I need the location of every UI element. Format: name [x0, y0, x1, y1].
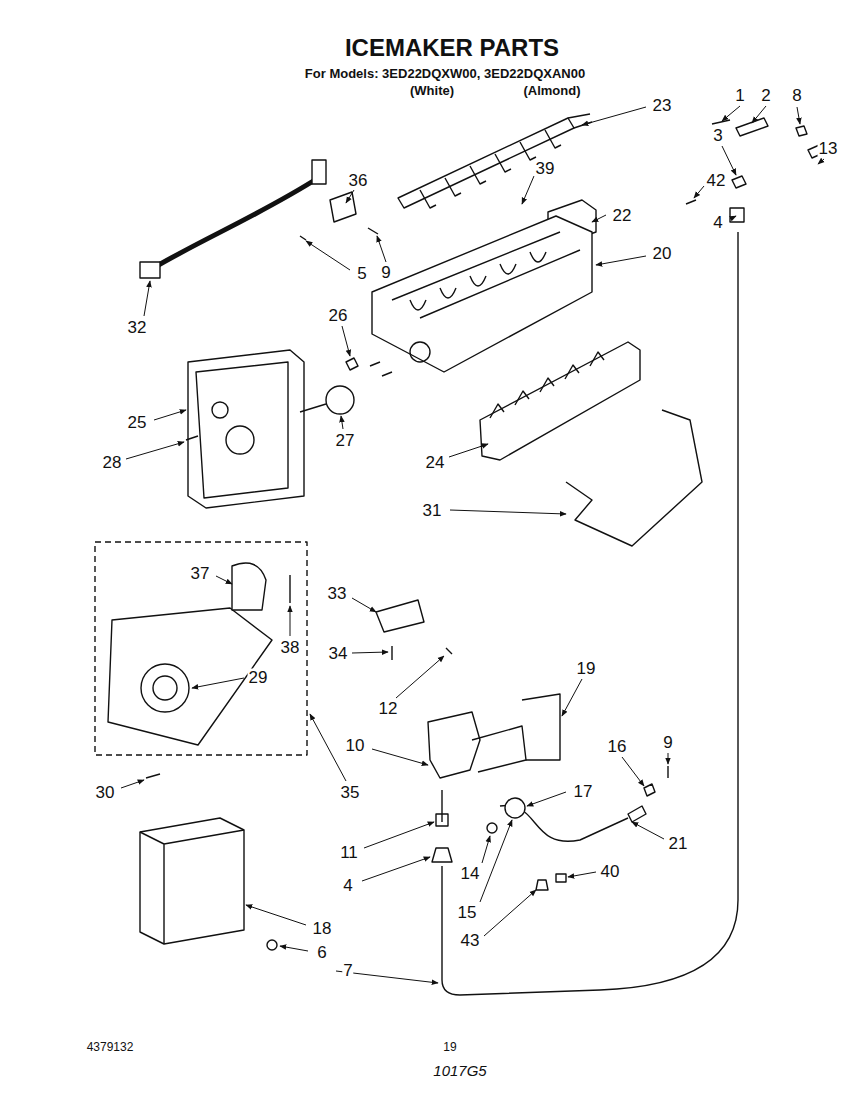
callout-number: 19	[576, 660, 597, 677]
callout-number: 36	[348, 172, 369, 189]
callout-number: 28	[102, 454, 123, 471]
callout-number: 38	[280, 639, 301, 656]
callout-number: 33	[327, 585, 348, 602]
callout-number: 12	[378, 700, 399, 717]
callout-number: 32	[127, 319, 148, 336]
callout-number: 14	[460, 865, 481, 882]
callout-number: 10	[345, 737, 366, 754]
callout-number: 39	[535, 160, 556, 177]
callout-number: 7	[342, 962, 353, 979]
callout-number: 26	[328, 307, 349, 324]
callout-number: 27	[335, 432, 356, 449]
page-note: 4379132	[86, 1041, 135, 1053]
page-title: ICEMAKER PARTS	[344, 36, 560, 60]
callout-number: 11	[339, 844, 359, 861]
callout-number: 2	[760, 87, 771, 104]
page-note: 1017G5	[432, 1063, 487, 1078]
callout-number: 22	[612, 207, 633, 224]
callout-number: 16	[607, 738, 628, 755]
callout-number: 15	[457, 904, 478, 921]
callout-number: 21	[668, 835, 689, 852]
callout-number: 40	[600, 863, 621, 880]
model-line: (Almond)	[522, 84, 581, 97]
callout-number: 31	[422, 502, 443, 519]
callout-number: 35	[340, 784, 361, 801]
callout-number: 6	[316, 944, 327, 961]
model-line: (White)	[409, 84, 455, 97]
callout-number: 42	[706, 172, 727, 189]
callout-number: 4	[342, 877, 353, 894]
callout-number: 34	[328, 645, 349, 662]
callout-number: 25	[127, 414, 148, 431]
model-line: For Models: 3ED22DQXW00, 3ED22DQXAN00	[304, 67, 586, 80]
callout-number: 24	[425, 454, 446, 471]
callout-number: 37	[190, 565, 211, 582]
callout-number: 13	[818, 140, 839, 157]
callout-number: 3	[712, 127, 723, 144]
callout-number: 20	[652, 245, 673, 262]
callout-number: 1	[734, 87, 745, 104]
callout-number: 9	[380, 264, 391, 281]
callout-number: 29	[248, 669, 269, 686]
callout-number: 18	[312, 920, 333, 937]
callout-number: 23	[652, 97, 673, 114]
callout-number: 30	[95, 784, 116, 801]
callout-number: 5	[356, 265, 367, 282]
callout-number: 4	[712, 214, 723, 231]
page-note: 19	[442, 1041, 457, 1053]
callout-number: 8	[791, 87, 802, 104]
callout-number: 9	[662, 734, 673, 751]
callout-number: 17	[573, 783, 594, 800]
callout-number: 43	[460, 932, 481, 949]
